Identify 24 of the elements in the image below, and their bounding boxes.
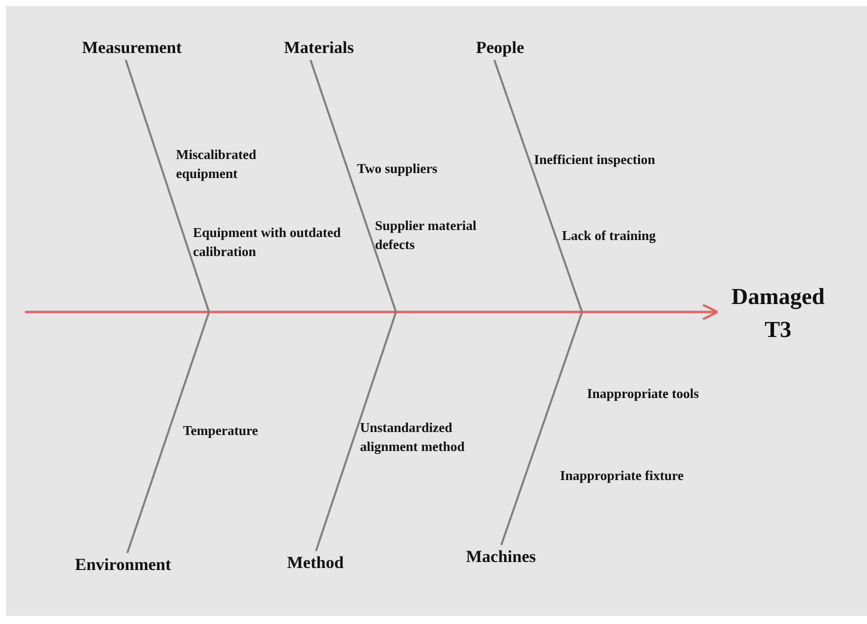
- category-label: Measurement: [80, 38, 184, 58]
- cause-label: Lack of training: [562, 227, 657, 245]
- cause-label: Supplier material defects: [375, 217, 478, 254]
- category-label: Machines: [464, 547, 538, 567]
- cause-label: Inappropriate fixture: [560, 467, 685, 485]
- category-label: People: [474, 38, 526, 58]
- effect-label: Damaged T3: [718, 280, 838, 346]
- cause-label: Inappropriate tools: [587, 385, 700, 403]
- bone-line: [310, 60, 397, 312]
- category-label: Materials: [282, 38, 356, 58]
- bone-line: [315, 312, 397, 552]
- cause-label: Unstandardized alignment method: [360, 419, 466, 456]
- category-label: Environment: [73, 555, 174, 575]
- bone-line: [493, 60, 583, 312]
- cause-label: Inefficient inspection: [534, 151, 656, 169]
- cause-label: Miscalibrated equipment: [176, 146, 258, 183]
- category-label: Method: [285, 553, 346, 573]
- bone-line: [124, 60, 210, 312]
- cause-label: Temperature: [183, 422, 259, 440]
- bone-line: [126, 312, 210, 554]
- cause-label: Equipment with outdated calibration: [193, 224, 342, 261]
- cause-label: Two suppliers: [357, 160, 438, 178]
- bone-line: [500, 312, 583, 546]
- arrow: [25, 303, 719, 321]
